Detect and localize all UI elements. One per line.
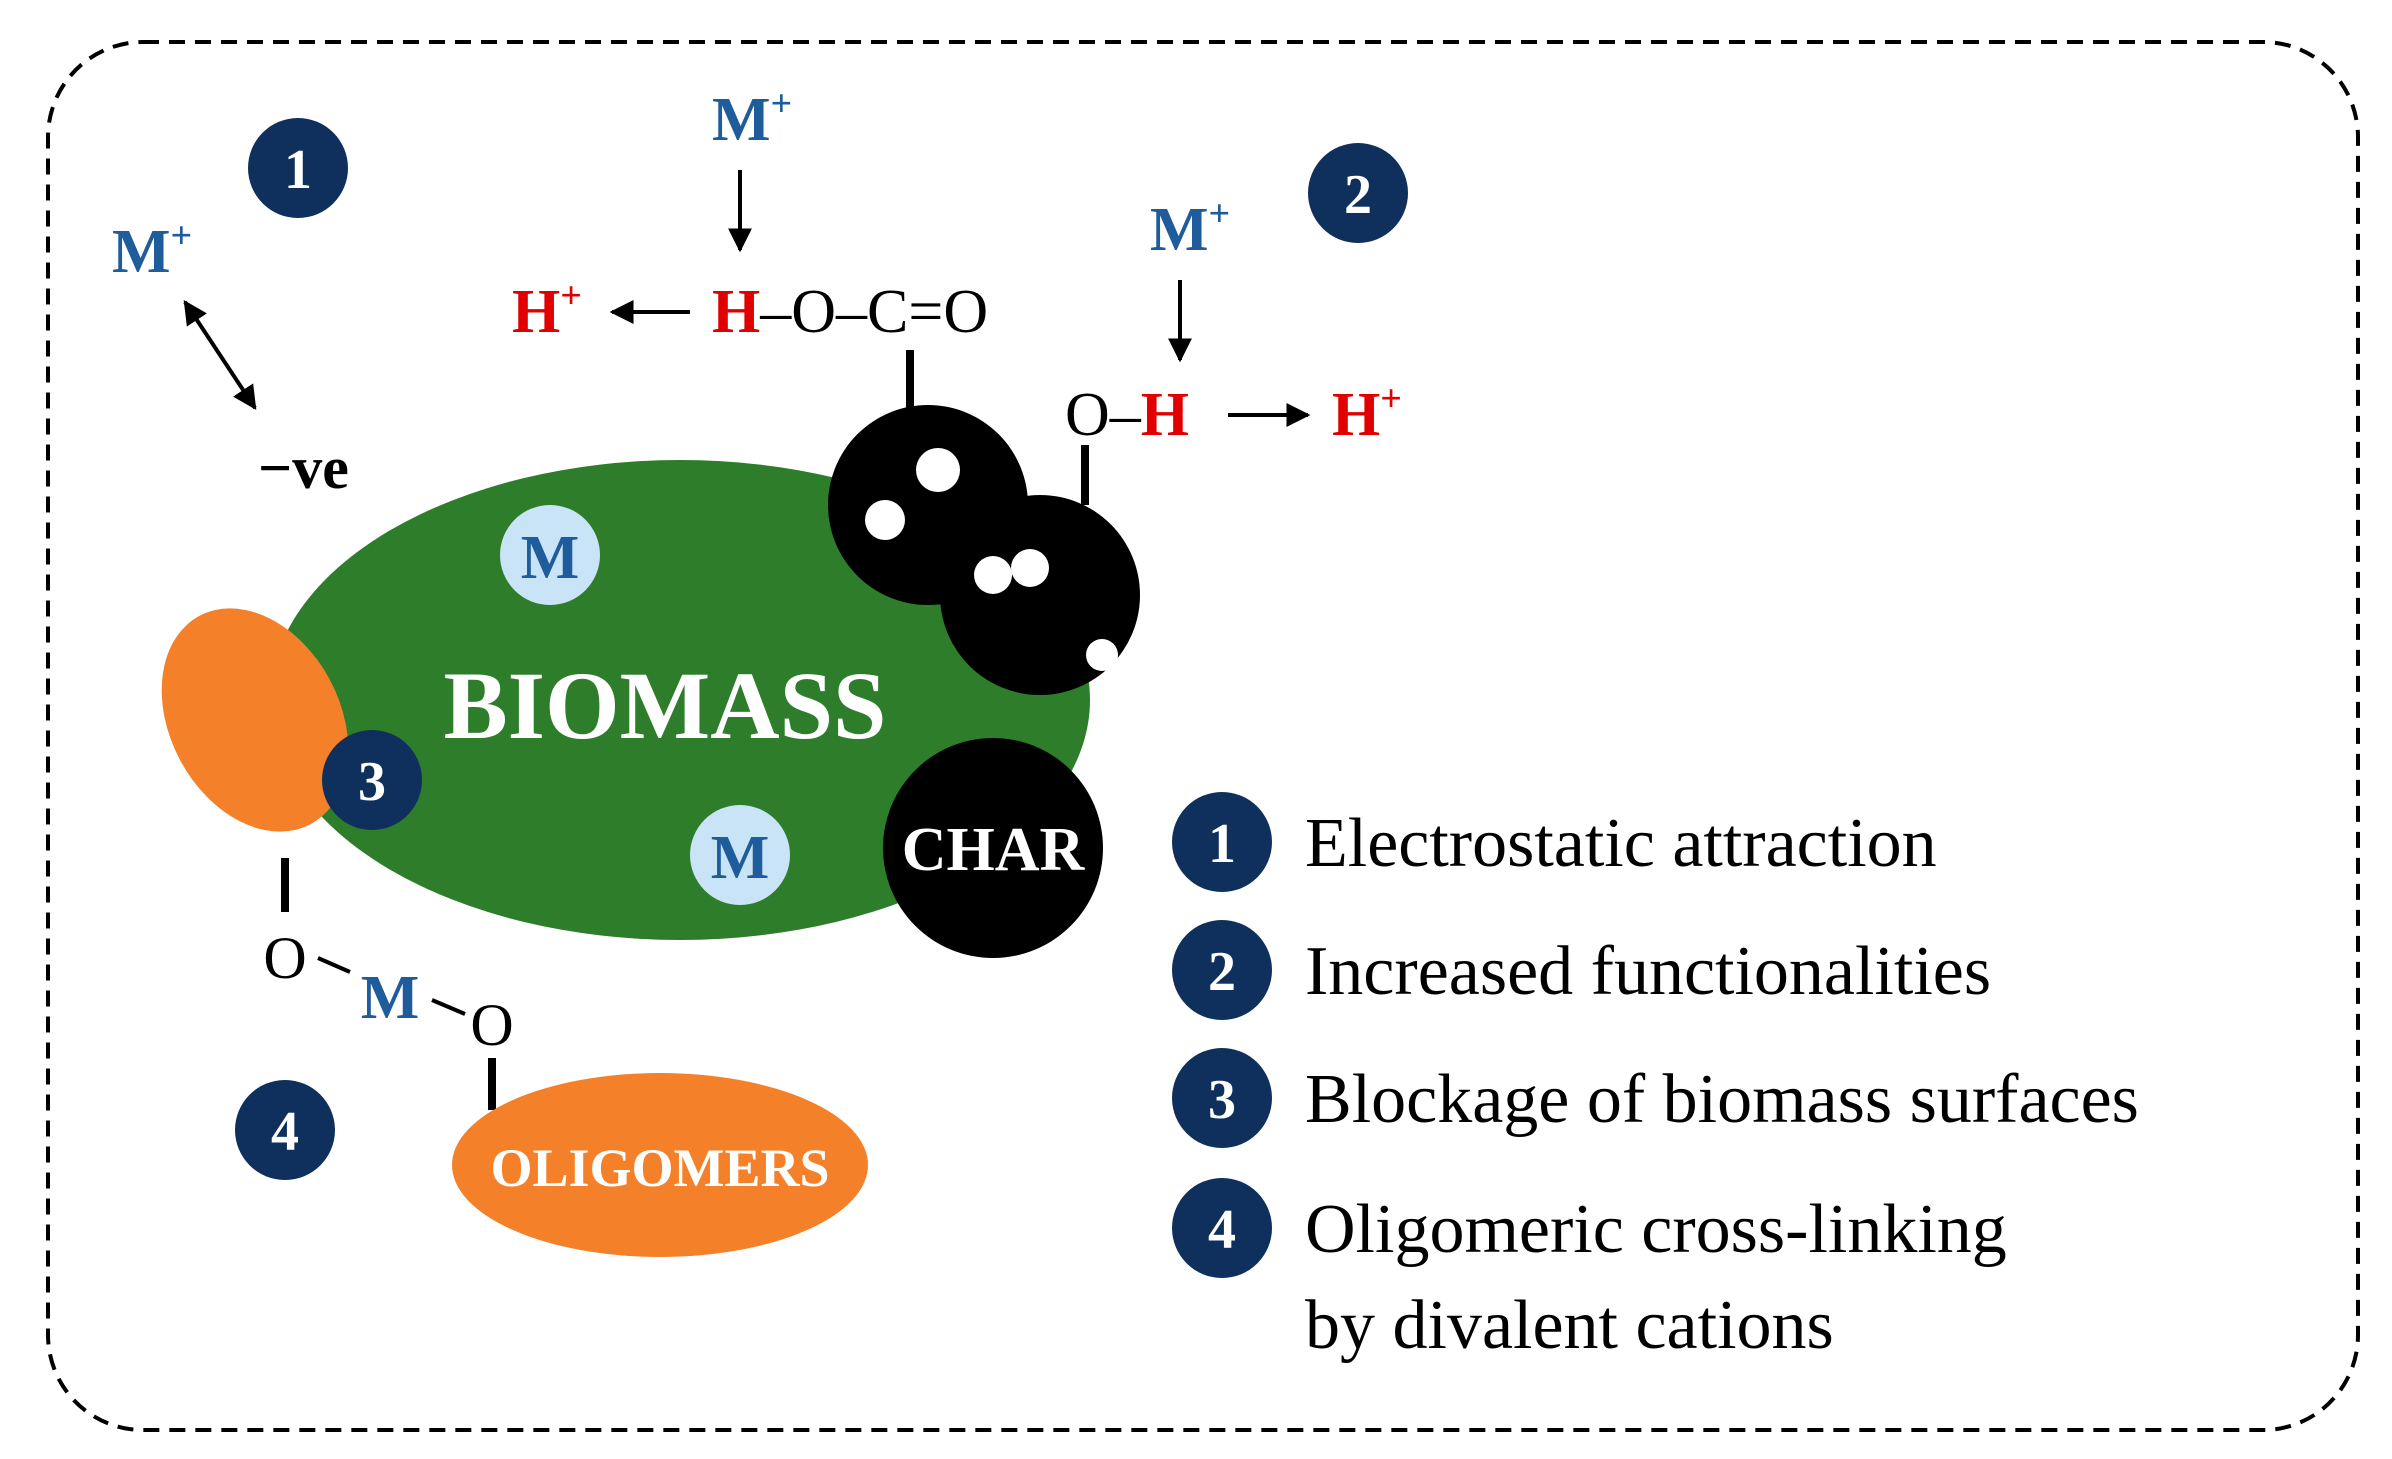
oligomer-blob-left — [161, 608, 349, 832]
metal-cation-1: M+ — [112, 215, 192, 286]
svg-text:O: O — [470, 992, 513, 1058]
metal-cation-2: M+ — [712, 83, 792, 154]
biomass-label: BIOMASS — [444, 652, 887, 759]
svg-text:4: 4 — [1208, 1199, 1236, 1261]
negative-charge-label: −ve — [258, 435, 349, 501]
legend-item-1: 1 Electrostatic attraction — [1172, 792, 1937, 892]
carboxyl-group: H–O–C=O — [712, 278, 988, 346]
char-particle-main — [883, 738, 1103, 958]
legend-item-3: 3 Blockage of biomass surfaces — [1172, 1048, 2139, 1148]
svg-text:M: M — [521, 524, 580, 592]
svg-text:2: 2 — [1208, 941, 1236, 1003]
released-proton-2: H+ — [1332, 378, 1402, 449]
svg-text:Electrostatic attraction: Electrostatic attraction — [1305, 805, 1937, 882]
char-label: CHAR — [902, 816, 1086, 884]
dashed-frame — [46, 40, 2360, 1432]
char-cluster: CHAR — [828, 350, 1140, 958]
crosslink-bridge: O M O — [263, 858, 514, 1110]
oligomers-label: OLIGOMERS — [490, 1138, 829, 1198]
svg-text:M: M — [711, 824, 770, 892]
svg-text:Oligomeric cross-linking: Oligomeric cross-linking — [1305, 1191, 2007, 1268]
badge-4: 4 — [235, 1080, 335, 1180]
svg-text:M: M — [361, 964, 420, 1032]
svg-text:1: 1 — [284, 139, 312, 201]
svg-text:by divalent cations: by divalent cations — [1305, 1287, 1834, 1364]
svg-text:1: 1 — [1208, 813, 1236, 875]
badge-3: 3 — [322, 730, 422, 830]
svg-text:Increased functionalities: Increased functionalities — [1305, 933, 1991, 1010]
badge-1: 1 — [248, 118, 348, 218]
double-arrow-electrostatic — [183, 299, 257, 411]
svg-text:3: 3 — [1208, 1069, 1236, 1131]
svg-text:O: O — [263, 925, 306, 991]
metal-cation-3: M+ — [1150, 193, 1230, 264]
metal-ion-1: M — [500, 505, 600, 605]
oligomers-body — [452, 1073, 868, 1257]
legend: 1 Electrostatic attraction 2 Increased f… — [1172, 792, 2139, 1364]
legend-item-2: 2 Increased functionalities — [1172, 920, 1991, 1020]
hydroxyl-group: O–H — [1065, 381, 1189, 449]
svg-text:4: 4 — [271, 1101, 299, 1163]
svg-text:3: 3 — [358, 751, 386, 813]
released-proton-1: H+ — [512, 275, 582, 346]
svg-text:2: 2 — [1344, 164, 1372, 226]
svg-text:Blockage of biomass surfaces: Blockage of biomass surfaces — [1305, 1061, 2139, 1138]
legend-item-4: 4 Oligomeric cross-linking by divalent c… — [1172, 1178, 2007, 1364]
badge-2: 2 — [1308, 143, 1408, 243]
metal-ion-2: M — [690, 805, 790, 905]
